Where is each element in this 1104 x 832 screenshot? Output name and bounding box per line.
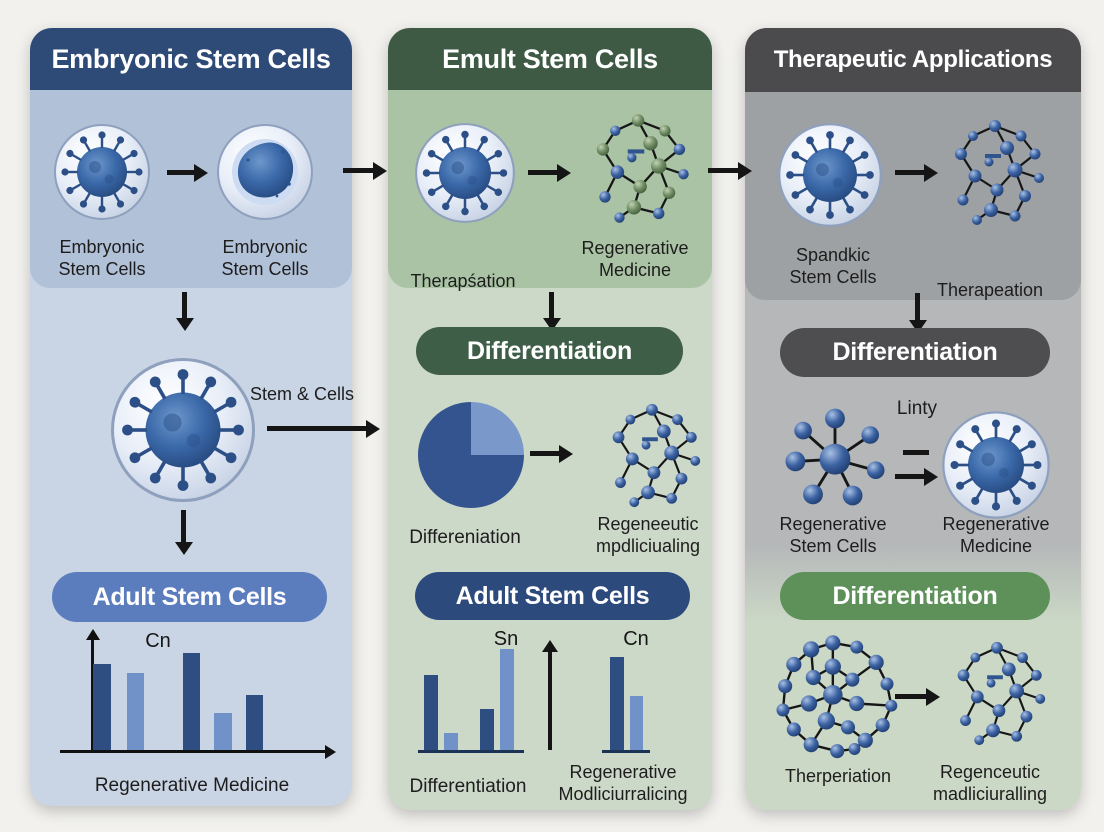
bar <box>610 657 624 750</box>
column-header-embryonic: Embryonic Stem Cells <box>30 28 352 90</box>
cell-label: Spandkic Stem Cells <box>789 245 877 287</box>
cell-label: Therapśation <box>410 271 516 291</box>
differentiation-pill-gray: Differentiation <box>780 328 1050 377</box>
arrow-right-icon <box>343 168 374 173</box>
molecule-blue-illustration <box>591 396 709 514</box>
molecule-label: Regeneeutic mpdliciualing <box>595 514 701 556</box>
pie-label: Differeniation <box>409 527 521 548</box>
column-header-therapeutic: Therapeutic Applications <box>745 28 1081 92</box>
bar <box>246 695 263 750</box>
bar <box>480 709 494 750</box>
stem-cell-spiky-illustration <box>940 409 1052 521</box>
bar <box>93 664 111 750</box>
arrow-right-icon <box>895 694 927 699</box>
cell-label: Regenceutic madliciuralling <box>932 762 1048 804</box>
arrow-right-icon <box>167 170 195 175</box>
arrow-right-icon <box>528 170 558 175</box>
cell-label: Embryonic Stem Cells <box>58 237 146 279</box>
stem-cell-spiky-illustration <box>776 121 884 229</box>
chart-xlabel: Regenerative Medicine <box>94 775 290 796</box>
column-embryonic-stem-cells: Embryonic Stem Cells Embryonic Stem Cell… <box>30 28 354 806</box>
side-label: Stem & Cells <box>249 384 355 404</box>
molecule-blue-illustration <box>936 634 1054 752</box>
column-emult-stem-cells: Emult Stem Cells Therapśation Regenerati… <box>388 28 712 810</box>
bar <box>214 713 232 750</box>
stem-cell-large-illustration <box>108 355 258 505</box>
arrow-down-icon <box>181 510 186 542</box>
molecule-star-illustration <box>780 402 890 512</box>
molecule-green-illustration <box>574 106 698 230</box>
column-header-emult: Emult Stem Cells <box>388 28 712 90</box>
dash-icon <box>903 450 929 455</box>
chart-xlabel: Regenerative Modliciurralicing <box>558 762 688 804</box>
bar-chart-differentiation <box>418 648 524 750</box>
differentiation-pill-green: Differentiation <box>780 572 1050 620</box>
differentiation-pill: Differentiation <box>416 327 683 375</box>
chart-annotation: Cn <box>623 628 649 650</box>
cell-label: Therapeation <box>936 280 1044 300</box>
chart-annotation: Cn <box>145 630 171 652</box>
arrow-up-icon <box>548 652 552 750</box>
pie-chart <box>418 402 524 508</box>
chart-baseline <box>418 750 524 753</box>
bar-chart-embryonic <box>63 634 323 750</box>
arrow-right-icon <box>708 168 739 173</box>
cell-label: Regenerative Stem Cells <box>779 514 887 556</box>
chart-baseline <box>602 750 650 753</box>
y-axis <box>91 640 94 750</box>
bar <box>500 649 514 750</box>
arrow-down-icon <box>182 292 187 318</box>
bar-chart-regenerative <box>602 648 650 750</box>
cell-label: Regenerative Medicine <box>942 514 1050 556</box>
cell-label: Regenerative Medicine <box>581 238 689 280</box>
bar <box>127 673 144 750</box>
chart-xlabel: Differentiation <box>409 776 527 797</box>
mid-annotation: Linty <box>896 398 938 419</box>
cell-label: Therperiation <box>784 766 892 786</box>
molecule-blue-illustration <box>933 112 1053 232</box>
arrow-down-icon <box>915 293 920 320</box>
stem-cell-spiky-illustration <box>413 121 517 225</box>
molecule-cluster-illustration <box>770 632 900 762</box>
x-axis <box>60 750 325 753</box>
bar <box>424 675 438 750</box>
bar <box>183 653 200 750</box>
arrow-right-icon <box>895 474 925 479</box>
arrow-right-icon <box>895 170 925 175</box>
blastocyst-cell-illustration <box>215 122 315 222</box>
bar <box>444 733 458 750</box>
adult-stem-cells-pill: Adult Stem Cells <box>415 572 690 620</box>
arrow-right-icon <box>530 451 560 456</box>
stem-cell-spiky-illustration <box>52 122 152 222</box>
cell-label: Embryonic Stem Cells <box>221 237 309 279</box>
column-therapeutic-applications: Therapeutic Applications Spandkic Stem C… <box>745 28 1081 810</box>
adult-stem-cells-pill: Adult Stem Cells <box>52 572 327 622</box>
chart-annotation: Sn <box>493 628 519 650</box>
arrow-down-icon <box>549 292 554 318</box>
arrow-right-icon <box>267 426 367 431</box>
bar <box>630 696 643 750</box>
